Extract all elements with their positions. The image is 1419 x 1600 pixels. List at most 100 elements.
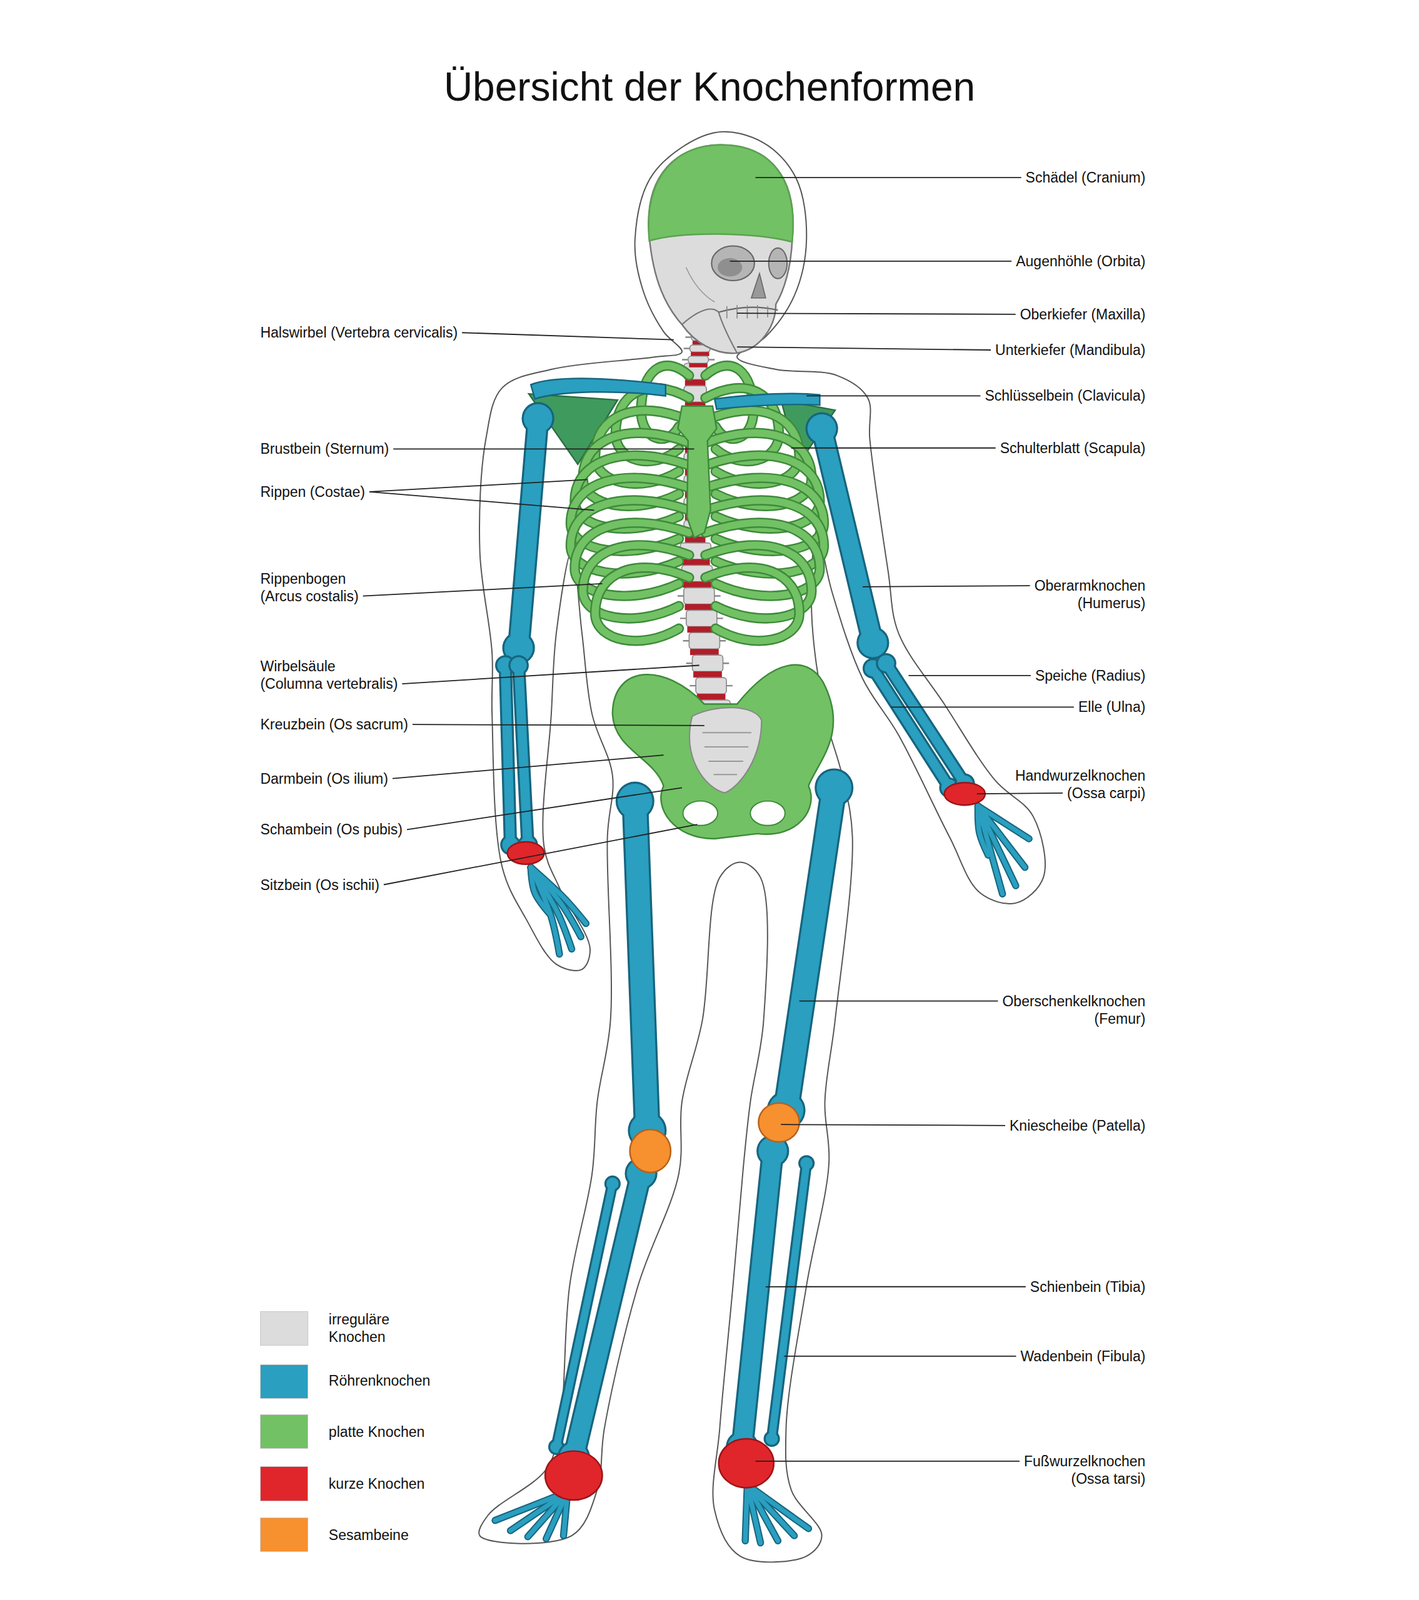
bone-shaft	[635, 801, 648, 1131]
vertebra-block	[688, 632, 720, 649]
bone-shaft	[822, 428, 874, 644]
digit-bone	[530, 867, 586, 924]
body-silhouette	[478, 131, 1046, 1563]
leader-line	[730, 260, 1013, 262]
pelvis-group	[612, 665, 834, 839]
text-line: Rippenbogen	[260, 570, 346, 588]
text-line: Knochen	[328, 1328, 386, 1346]
text-line: Schienbein (Tibia)	[1030, 1278, 1146, 1296]
digit-bone	[530, 867, 581, 938]
text-line: Halswirbel (Vertebra cervicalis)	[260, 323, 458, 342]
bone-end	[508, 655, 529, 676]
diagram-title: Übersicht der Knochenformen	[0, 63, 1419, 111]
text-line: (Ossa carpi)	[1067, 784, 1146, 803]
leader-line	[363, 583, 603, 597]
legend-label: kurze Knochen	[328, 1475, 425, 1493]
text-line: kurze Knochen	[328, 1475, 425, 1493]
leader-line	[755, 176, 1021, 179]
vertebral-disc	[693, 671, 723, 678]
leader-line	[369, 491, 595, 511]
vertebral-disc	[682, 581, 712, 589]
bone-end	[763, 1430, 781, 1448]
bone-label: Brustbein (Sternum)	[260, 440, 389, 458]
bone-shaft	[505, 665, 511, 845]
bone-label: Oberschenkelknochen (Femur)	[1002, 992, 1146, 1028]
bone-end	[523, 404, 553, 434]
skull-group	[648, 145, 794, 354]
bone-label: Darmbein (Os ilium)	[260, 770, 388, 788]
bone-label: Unterkiefer (Mandibula)	[995, 341, 1146, 359]
digit-group	[495, 1492, 568, 1540]
rib-bone	[705, 567, 799, 641]
bone-label: Elle (Ulna)	[1078, 698, 1146, 716]
rib-outline	[705, 433, 812, 507]
long-bone	[875, 653, 975, 794]
digit-group	[745, 1485, 809, 1544]
text-line: Sitzbein (Os ischii)	[260, 876, 379, 894]
digit-group	[530, 867, 586, 955]
bone-shaft	[573, 1173, 642, 1458]
bone-shaft	[872, 668, 949, 788]
legend-label: Röhrenknochen	[328, 1372, 431, 1390]
legend-swatch	[260, 1517, 309, 1553]
bone-label: Fußwurzelknochen (Ossa tarsi)	[1023, 1452, 1146, 1488]
long-bone	[862, 658, 960, 799]
legend-swatch	[260, 1364, 309, 1400]
bone-end	[521, 401, 555, 435]
text-line: Rippen (Costae)	[260, 483, 365, 501]
legend-swatch	[260, 1414, 309, 1450]
bone-end	[510, 656, 527, 674]
bone-end	[877, 655, 894, 672]
bone-shaft	[505, 665, 511, 845]
leader-line	[737, 346, 991, 351]
digit-group	[977, 806, 1029, 894]
bone-end	[606, 1177, 619, 1191]
long-bone	[805, 412, 890, 660]
sacrum-lines	[702, 732, 752, 775]
legend-swatch	[260, 1466, 309, 1502]
text-line: Kreuzbein (Os sacrum)	[260, 715, 408, 734]
text-line: Augenhöhle (Orbita)	[1015, 252, 1146, 271]
text-line: Schulterblatt (Scapula)	[1000, 439, 1146, 457]
vertebral-disc	[690, 648, 719, 656]
bone-label: Handwurzelknochen (Ossa carpi)	[1015, 767, 1146, 803]
legend-label: platte Knochen	[328, 1423, 425, 1441]
vertebral-disc	[688, 363, 707, 368]
rib-bone	[582, 433, 689, 507]
bone-label: Wadenbein (Fibula)	[1020, 1347, 1146, 1366]
clavicle-shape	[714, 393, 820, 410]
bone-shaft	[742, 1151, 773, 1448]
rib-bone	[595, 410, 689, 484]
bone-end	[615, 782, 655, 821]
cranium-cap	[648, 145, 794, 242]
bone-end	[604, 1175, 621, 1193]
vertebra-block	[686, 610, 718, 627]
bone-label: Halswirbel (Vertebra cervicalis)	[260, 323, 458, 342]
orbit-shape	[768, 248, 788, 279]
bone-label: Schambein (Os pubis)	[260, 820, 403, 839]
leader-line	[783, 1355, 1016, 1358]
patella-shape	[758, 1103, 799, 1143]
clavicle-shape	[530, 378, 666, 400]
pelvis-foramen	[683, 801, 719, 826]
text-line: (Femur)	[1094, 1010, 1146, 1028]
vertebra-block	[683, 587, 715, 604]
text-line: (Ossa tarsi)	[1071, 1470, 1146, 1488]
body-outline	[478, 131, 1046, 1563]
bone-label: Kniescheibe (Patella)	[1009, 1117, 1146, 1135]
bone-label: Kreuzbein (Os sacrum)	[260, 715, 408, 734]
vertebral-disc	[690, 351, 709, 357]
leader-line	[862, 585, 1031, 587]
leader-line	[383, 824, 698, 885]
rib-outline	[705, 567, 799, 641]
bone-label: Sitzbein (Os ischii)	[260, 876, 379, 894]
bone-end	[816, 770, 852, 806]
digit-bone	[977, 806, 988, 856]
pelvis-foramen	[750, 801, 786, 826]
leader-line	[737, 313, 1016, 315]
leader-line	[780, 1124, 1006, 1126]
text-line: Schlüsselbein (Clavicula)	[984, 386, 1146, 405]
vertebra-block	[695, 677, 727, 694]
